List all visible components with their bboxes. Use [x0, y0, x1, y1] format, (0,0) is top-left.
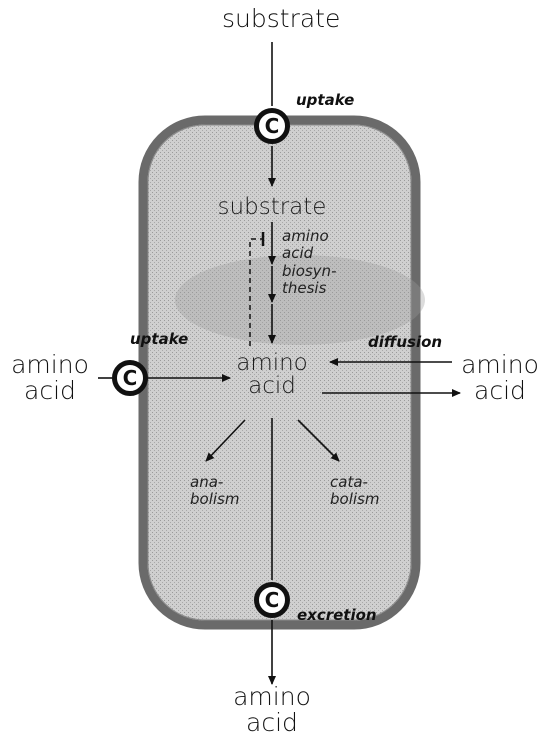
anabolism-line-1: ana- — [190, 474, 239, 491]
center-amino-acid-label: amino acid — [222, 352, 322, 399]
carrier-top-uptake: C — [254, 108, 290, 144]
right-amino-line-2: acid — [452, 378, 548, 404]
center-amino-line-1: amino — [222, 352, 322, 375]
bottom-amino-acid-label: amino acid — [222, 684, 322, 735]
left-amino-line-1: amino — [2, 352, 98, 378]
biosynthesis-line-4: thesis — [282, 280, 336, 297]
inner-substrate-label: substrate — [212, 196, 332, 219]
uptake-left-label: uptake — [130, 332, 188, 347]
right-amino-line-1: amino — [452, 352, 548, 378]
bottom-amino-line-2: acid — [222, 710, 322, 736]
carrier-excretion: C — [254, 582, 290, 618]
biosynthesis-line-3: biosyn- — [282, 263, 336, 280]
carrier-left-symbol: C — [123, 368, 138, 388]
diffusion-label: diffusion — [368, 335, 442, 350]
center-amino-line-2: acid — [222, 375, 322, 398]
anabolism-label: ana- bolism — [190, 474, 239, 509]
biosynthesis-line-2: acid — [282, 245, 336, 262]
carrier-left-uptake: C — [112, 360, 148, 396]
catabolism-line-1: cata- — [330, 474, 379, 491]
bottom-amino-line-1: amino — [222, 684, 322, 710]
biosynthesis-label: amino acid biosyn- thesis — [282, 228, 336, 297]
carrier-top-symbol: C — [265, 116, 280, 136]
carrier-bottom-symbol: C — [265, 590, 280, 610]
catabolism-label: cata- bolism — [330, 474, 379, 509]
excretion-label: excretion — [297, 608, 377, 623]
uptake-top-label: uptake — [296, 93, 354, 108]
left-amino-line-2: acid — [2, 378, 98, 404]
anabolism-line-2: bolism — [190, 491, 239, 508]
right-amino-acid-label: amino acid — [452, 352, 548, 403]
left-amino-acid-label: amino acid — [2, 352, 98, 403]
biosynthesis-line-1: amino — [282, 228, 336, 245]
top-substrate-label: substrate — [222, 6, 322, 32]
catabolism-line-2: bolism — [330, 491, 379, 508]
